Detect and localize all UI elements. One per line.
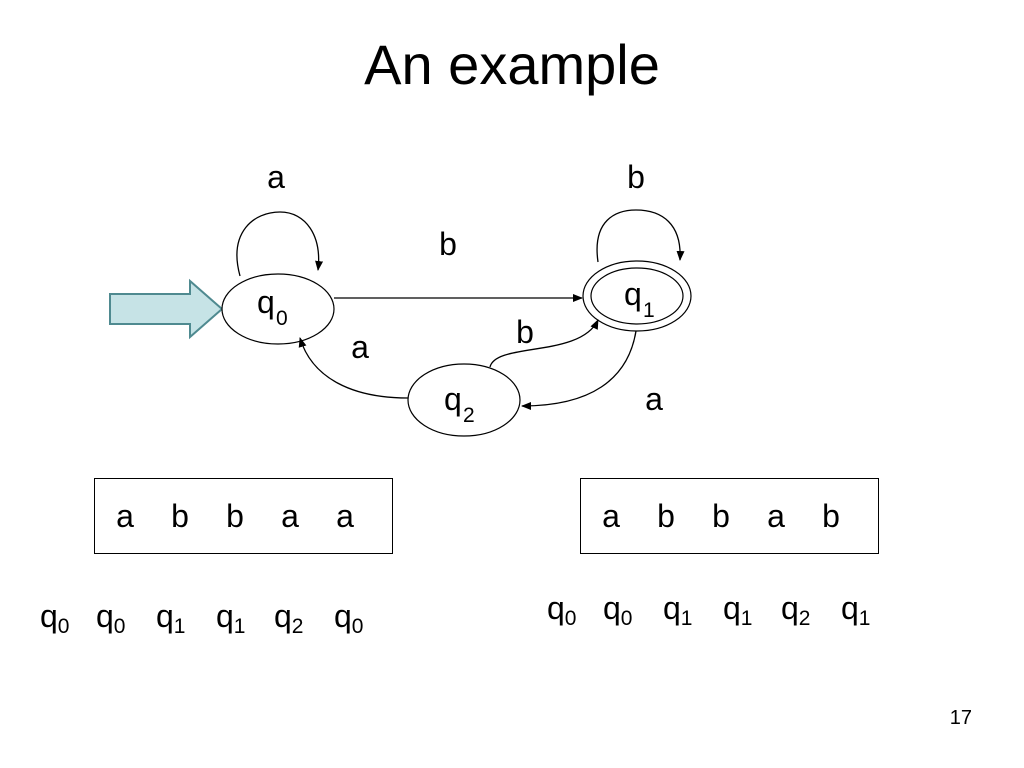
state-q2-name: q (444, 381, 462, 417)
tape-1-symbol: b (171, 498, 189, 534)
state-q1-index: 1 (643, 299, 655, 322)
tape-2-symbol: b (822, 498, 840, 534)
run-2-state: q1 (723, 590, 753, 630)
run-1-state: q1 (156, 598, 186, 638)
label-q2-q1: b (516, 314, 534, 350)
edge-q1-self (596, 209, 685, 263)
run-2-state: q1 (841, 590, 871, 630)
tape-2-symbol: b (712, 498, 730, 534)
run-1-state: q1 (216, 598, 246, 638)
run-1-state: q0 (40, 598, 70, 638)
run-2-state: q1 (663, 590, 693, 630)
tape-2-symbol: a (602, 498, 620, 534)
label-q1-self: b (627, 159, 645, 195)
edge-q2-q1 (489, 319, 599, 368)
input-tape-1: a b b a a (94, 478, 393, 554)
state-q2-index: 2 (463, 404, 475, 427)
edge-q0-self (236, 211, 324, 277)
state-q1-name: q (624, 276, 642, 312)
edge-q2-q0 (298, 337, 409, 399)
run-2-state: q0 (603, 590, 633, 630)
run-2-state: q0 (547, 590, 577, 630)
start-arrow (109, 278, 224, 340)
slide-title: An example (364, 33, 660, 96)
tape-1-symbol: a (336, 498, 354, 534)
state-q1: q 1 (582, 260, 692, 332)
state-q0-name: q (257, 284, 275, 320)
tape-2-symbol: a (767, 498, 785, 534)
label-q2-q0: a (351, 329, 369, 365)
state-q2: q 2 (407, 363, 521, 437)
state-q0: q 0 (221, 273, 335, 345)
run-2-state: q2 (781, 590, 811, 630)
label-q1-q2: a (645, 381, 663, 417)
state-sequence-1: q0 q0 q1 q1 q2 q0 (40, 596, 400, 640)
run-1-state: q2 (274, 598, 304, 638)
label-q0-self: a (267, 159, 285, 195)
run-1-state: q0 (96, 598, 126, 638)
run-1-state: q0 (334, 598, 364, 638)
tape-2-symbol: b (657, 498, 675, 534)
tape-1-symbol: a (116, 498, 134, 534)
tape-1-symbol: a (281, 498, 299, 534)
state-sequence-2: q0 q0 q1 q1 q2 q1 (547, 588, 907, 632)
input-tape-2: a b b a b (580, 478, 879, 554)
label-q0-q1: b (439, 226, 457, 262)
state-q0-index: 0 (276, 307, 288, 330)
tape-1-symbol: b (226, 498, 244, 534)
edge-q1-q2 (521, 330, 637, 410)
page-number: 17 (949, 707, 972, 729)
